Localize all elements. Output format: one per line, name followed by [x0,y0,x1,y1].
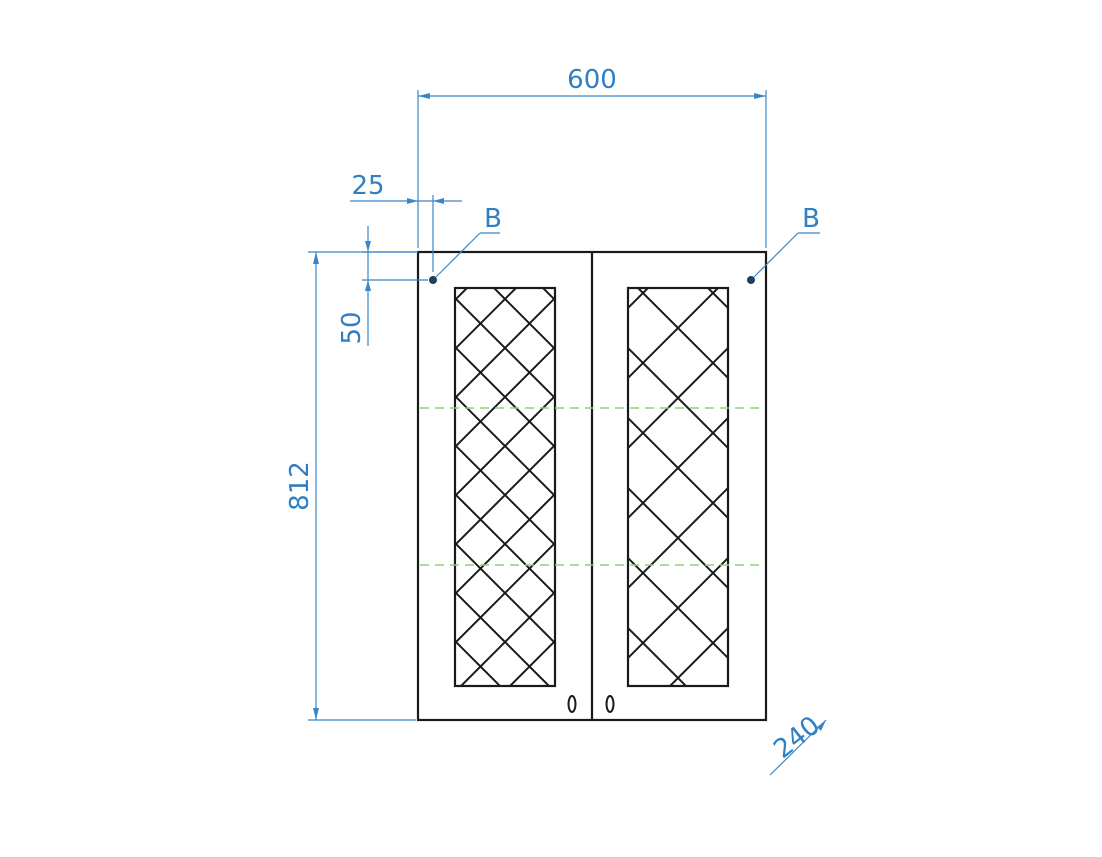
mounting-hole-right [747,276,755,284]
lattice-bar [628,288,720,380]
lattice-bar [668,626,728,686]
lattice-bar [623,693,733,803]
lattice-bar [628,556,728,660]
lattice-bar [628,416,728,520]
lattice-bar [450,734,560,844]
lattice-bar [450,685,560,795]
callout-right-label: B [802,204,820,234]
hole-offset-y-dimension: 50 [337,226,428,346]
lattice-bar [450,734,560,844]
callout-left: B [435,204,502,278]
lattice-bar [623,763,733,857]
hole-offset-x-label: 25 [351,171,384,201]
lattice-bar [455,443,555,547]
mounting-hole-left [429,276,437,284]
right-lattice [623,288,733,857]
cabinet-body [416,250,768,722]
lattice-bar [455,288,518,351]
left-lattice [450,288,560,844]
lattice-bar [455,541,555,645]
lattice-bar [459,590,555,686]
left-door [450,286,577,844]
right-door-handle [605,695,615,713]
lattice-bar [623,763,733,857]
hole-offset-y-label: 50 [337,311,367,344]
depth-label: 240 [768,711,826,765]
width-dimension: 600 [417,65,767,248]
lattice-bar [628,346,728,450]
lattice-bar [455,639,502,686]
lattice-bar [628,486,728,590]
right-door [605,286,733,857]
right-glass-frame [626,286,730,688]
callout-left-label: B [484,204,502,234]
height-dimension: 812 [285,251,416,721]
lattice-bar [706,288,728,310]
lattice-bar [628,288,650,310]
lattice-bar [455,492,555,596]
lattice-bar [508,639,555,686]
callout-right: B [753,204,820,278]
depth-dimension: 240 [768,711,827,776]
left-glass-frame [453,286,557,688]
lattice-bar [450,685,560,795]
lattice-bar [455,345,555,449]
width-label: 600 [567,65,617,95]
shelf-lines [420,407,764,566]
hole-offset-x-dimension: 25 [350,171,462,272]
lattice-bar [455,296,555,400]
lattice-bar [623,693,733,803]
height-label: 812 [285,461,315,511]
lattice-bar [455,394,555,498]
left-door-handle [567,695,577,713]
